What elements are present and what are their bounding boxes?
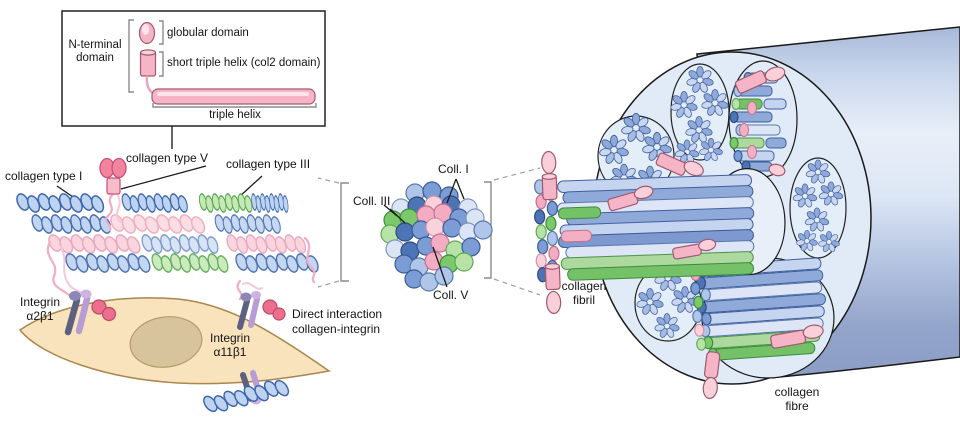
collagen-fibril-3d — [533, 150, 786, 315]
coll-iii-label: Coll. III — [353, 194, 391, 208]
legend-triple-helix-label: triple helix — [209, 109, 261, 121]
cut-fibril-top — [728, 60, 798, 178]
legend-short-triple-helix-label: short triple helix (col2 domain) — [167, 57, 321, 69]
cut-fibril-bottom — [690, 257, 835, 400]
collagen-type-iii-label: collagen type III — [226, 157, 311, 171]
collagen-helix-network — [13, 157, 322, 284]
integrin-a2b1-complex — [46, 240, 117, 336]
integrin-a2b1-label: Integrin α2β1 — [19, 295, 61, 323]
coll-i-label: Coll. I — [438, 162, 469, 176]
integrin-a11b1-label: Integrin α11β1 — [209, 331, 251, 359]
fibroblast-cell — [18, 297, 331, 385]
fibril-cross-section-circles — [380, 181, 493, 292]
integrin-a11b1-complex — [236, 279, 286, 330]
coll-v-label: Coll. V — [433, 288, 469, 302]
legend-globular-label: globular domain — [167, 27, 249, 39]
collagen-fibre-label: collagen fibre — [774, 385, 820, 413]
collagen-type-v-label: collagen type V — [126, 151, 209, 165]
legend-box — [61, 10, 326, 149]
collagen-type-i-label: collagen type I — [5, 169, 83, 183]
nucleus — [129, 316, 203, 368]
collagen-type-v-molecule — [99, 157, 127, 232]
fibril-cross-sections-in-fibre — [597, 63, 847, 342]
integrin-bottom-complex — [199, 370, 293, 419]
collagen-fibril-label: collagen fibril — [561, 279, 607, 307]
cross-section-leader-lines — [383, 178, 465, 288]
pink-n-terminal-floater — [655, 152, 704, 177]
legend-n-terminal-label: N-terminal domain — [68, 39, 122, 64]
direct-interaction-label: Direct interaction collagen-integrin — [292, 307, 383, 336]
